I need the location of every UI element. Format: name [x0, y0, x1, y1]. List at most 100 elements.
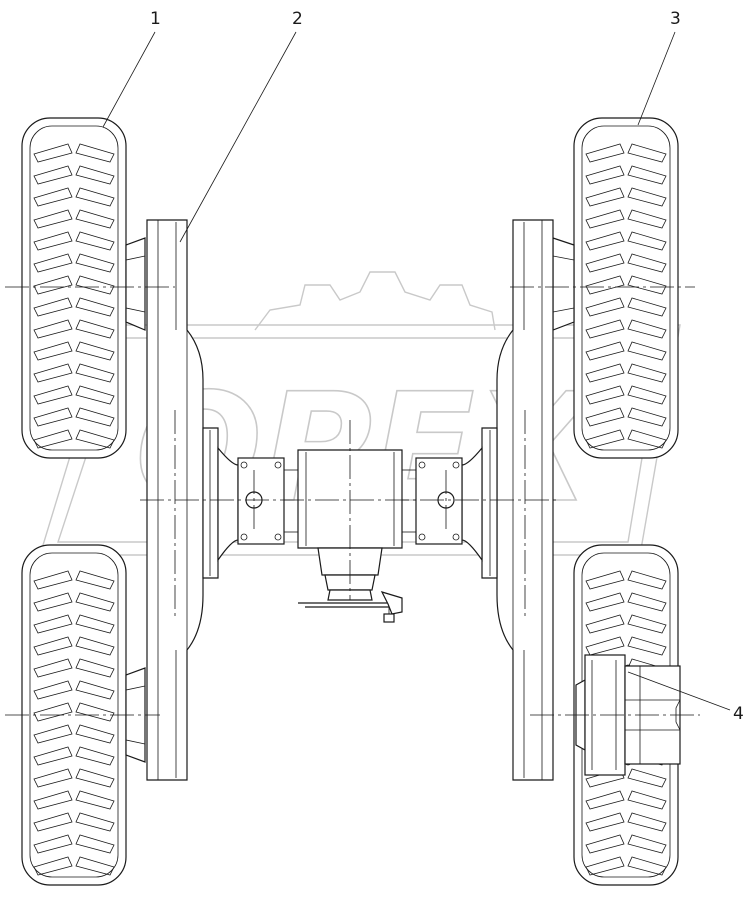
tire-tread-lug	[627, 385, 667, 405]
tire-tread-lug	[627, 187, 667, 207]
tire-tread-lug	[627, 275, 667, 295]
tire-tread-lug	[627, 570, 667, 590]
tire-tread-lug	[627, 834, 667, 854]
tire-tread-lug	[585, 385, 625, 405]
tire-tread-lug	[75, 385, 115, 405]
tire-tread-lug	[33, 209, 73, 229]
tire-tread-lug	[75, 143, 115, 163]
tire-tread-lug	[75, 165, 115, 185]
tire-tread-lug	[33, 790, 73, 810]
tire-tread-lug	[33, 363, 73, 383]
input-flange	[298, 589, 403, 623]
tire-tread-lug	[33, 724, 73, 744]
tire-tread-lug	[627, 231, 667, 251]
tire-tread-lug	[75, 363, 115, 383]
tire-tread-lug	[33, 275, 73, 295]
tire-tread-lug	[585, 297, 625, 317]
tire-tread-lug	[585, 812, 625, 832]
tire-tread-lug	[627, 363, 667, 383]
tire-tread-lug	[75, 636, 115, 656]
tire-tread-lug	[585, 319, 625, 339]
tire-tread-lug	[585, 790, 625, 810]
tire-tread-lug	[627, 319, 667, 339]
callout-1: 1	[102, 9, 161, 128]
tire-tread-lug	[33, 143, 73, 163]
tire-tread-lug	[33, 253, 73, 273]
tire-tread-lug	[75, 592, 115, 612]
tire-tread-lug	[33, 768, 73, 788]
tire-tread-lug	[585, 143, 625, 163]
tire-tread-lug	[585, 429, 625, 449]
tire-tread-lug	[75, 319, 115, 339]
tire-tread-lug	[33, 636, 73, 656]
brake-block-left	[237, 457, 298, 545]
tire-tread-lug	[585, 570, 625, 590]
tire-tread-lug	[627, 614, 667, 634]
tire-tread-lug	[585, 341, 625, 361]
tire-tread-lug	[33, 187, 73, 207]
tire-tread-lug	[33, 407, 73, 427]
tire-tread-lug	[585, 253, 625, 273]
tire-tread-lug	[627, 592, 667, 612]
tire-tread-lug	[33, 231, 73, 251]
tire-tread-lug	[33, 812, 73, 832]
tire-tread-lug	[627, 209, 667, 229]
tire-tread-lug	[33, 834, 73, 854]
callout-4: 4	[627, 671, 744, 724]
tire-tread-lug	[585, 856, 625, 876]
callout-2: 2	[179, 9, 303, 243]
tire-tread-lug	[75, 231, 115, 251]
callout-3-label: 3	[670, 9, 681, 29]
tire-tread-lug	[33, 680, 73, 700]
tire-tread-lug	[33, 702, 73, 722]
watermark-logo-inner	[57, 337, 663, 543]
tire-tread-lug	[627, 165, 667, 185]
tire-tread-lug	[33, 570, 73, 590]
callout-4-label: 4	[733, 704, 744, 724]
tire-tread-lug	[627, 636, 667, 656]
tire-tread-lug	[75, 724, 115, 744]
tire-tread-lug	[585, 592, 625, 612]
tire-tread-lug	[33, 592, 73, 612]
tire-tread-lug	[75, 297, 115, 317]
tire-tread-lug	[627, 812, 667, 832]
tire-tread-lug	[33, 319, 73, 339]
tire-tread-lug	[585, 636, 625, 656]
tire-tread-lug	[33, 856, 73, 876]
tire-tread-lug	[627, 429, 667, 449]
tire-front-left	[21, 117, 127, 459]
tire-tread-lug	[585, 614, 625, 634]
tire-tread-lug	[627, 143, 667, 163]
tire-tread-lug	[585, 187, 625, 207]
tire-tread-lug	[33, 429, 73, 449]
tire-tread-lug	[627, 768, 667, 788]
callout-3: 3	[637, 9, 681, 126]
tire-tread-lug	[585, 231, 625, 251]
tire-tread-lug	[585, 363, 625, 383]
tire-tread-lug	[75, 570, 115, 590]
tire-tread-lug	[33, 385, 73, 405]
tire-tread-lug	[75, 680, 115, 700]
tire-front-right	[573, 117, 679, 459]
tire-tread-lug	[75, 253, 115, 273]
tire-tread-lug	[627, 856, 667, 876]
tire-tread-lug	[585, 209, 625, 229]
tire-tread-lug	[627, 790, 667, 810]
wheel-hub-front-left	[125, 237, 146, 331]
tire-tread-lug	[33, 746, 73, 766]
tire-tread-lug	[33, 658, 73, 678]
tire-tread-lug	[75, 812, 115, 832]
tire-tread-lug	[75, 834, 115, 854]
tire-tread-lug	[585, 165, 625, 185]
wheel-hub-front-right	[552, 237, 575, 331]
tire-tread-lug	[75, 209, 115, 229]
tire-tread-lug	[33, 165, 73, 185]
tire-tread-lug	[627, 253, 667, 273]
tire-tread-lug	[75, 187, 115, 207]
tire-tread-lug	[627, 297, 667, 317]
tire-tread-lug	[33, 614, 73, 634]
tire-tread-lug	[585, 834, 625, 854]
tire-tread-lug	[585, 275, 625, 295]
tire-tread-lug	[33, 341, 73, 361]
